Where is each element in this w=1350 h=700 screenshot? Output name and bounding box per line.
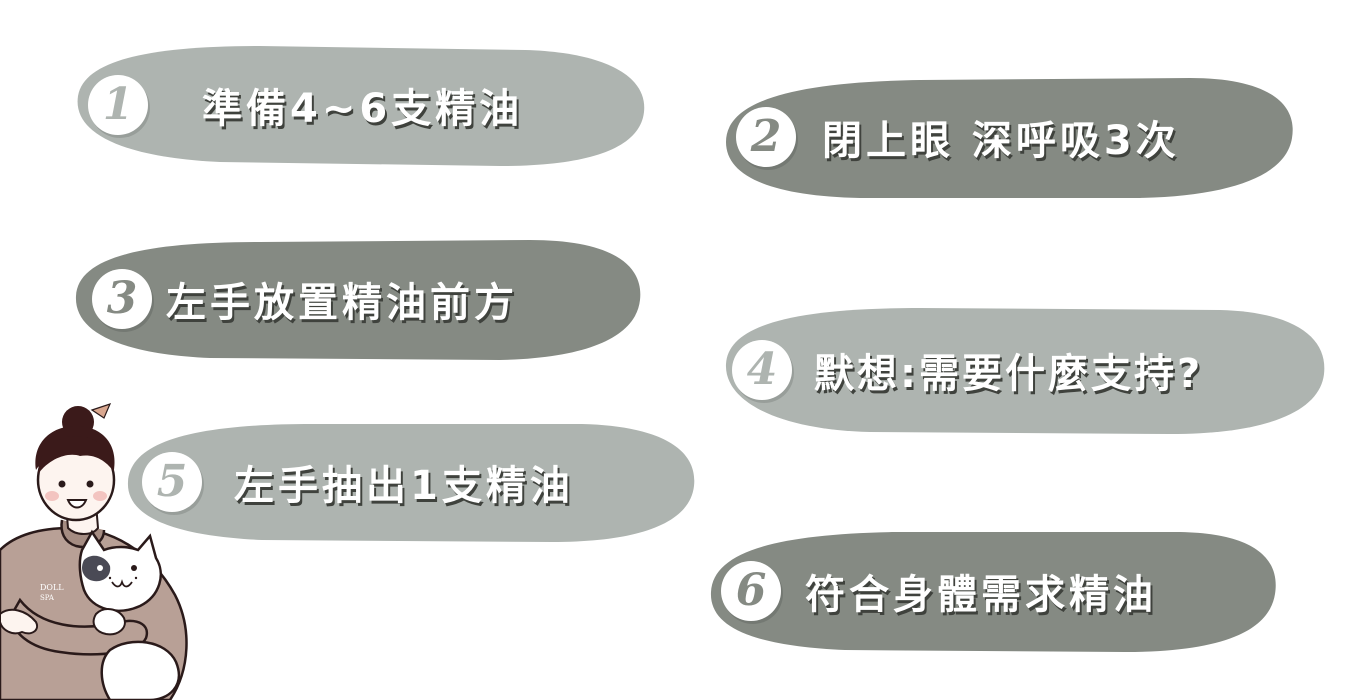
step-1: 1 準備4~6支精油 [70, 40, 650, 170]
sweater-logo-line2: SPA [40, 594, 55, 602]
step-2-number: 2 [750, 111, 782, 162]
step-2-brush-blob [726, 78, 1293, 198]
step-1-blob-shape [77, 46, 645, 166]
cat-mouth [111, 579, 133, 588]
step-6-label: 符合身體需求精油 [805, 572, 1157, 618]
step-5-number-badge: 5 [142, 452, 202, 512]
step-4-number: 4 [746, 344, 778, 395]
step-5-label: 左手抽出1支精油 [234, 463, 574, 509]
woman-left-cheek [45, 491, 59, 501]
woman-right-eye [86, 480, 94, 488]
step-1-label: 準備4~6支精油 [202, 86, 524, 132]
sweater-logo-line1: DOLL [40, 583, 64, 592]
step-2-number-badge: 2 [736, 107, 796, 167]
step-5-content: 5 左手抽出1支精油 [122, 418, 698, 546]
step-2-label: 閉上眼 深呼吸3次 [822, 118, 1180, 164]
cat-whisker-dot [108, 576, 112, 580]
step-2-blob-shape [726, 78, 1293, 198]
step-6-number: 6 [735, 565, 767, 616]
woman-hugging-cat-illustration: DOLL SPA [0, 403, 188, 700]
step-4-number-badge: 4 [732, 340, 792, 400]
step-6-blob-shape [710, 532, 1276, 652]
woman-left-eye [58, 480, 66, 488]
step-1-brush-blob [77, 46, 645, 166]
cat-head [78, 529, 162, 612]
step-3-number: 3 [106, 273, 138, 324]
cat-eye-patch [82, 555, 111, 582]
step-5-brush-blob [127, 424, 695, 542]
step-1-number: 1 [102, 79, 134, 130]
cat-whisker-dot [134, 576, 138, 580]
step-4-label: 默想:需要什麼支持? [814, 351, 1204, 397]
step-2: 2 閉上眼 深呼吸3次 [720, 72, 1298, 202]
step-4-brush-blob [725, 308, 1325, 434]
step-4-content: 4 默想:需要什麼支持? [720, 302, 1330, 438]
step-3-number-badge: 3 [92, 269, 152, 329]
step-6-brush-blob [710, 532, 1276, 652]
step-1-content: 1 準備4~6支精油 [70, 40, 650, 170]
cat-body [100, 640, 181, 700]
woman-hand [0, 608, 38, 635]
woman-arm [10, 597, 149, 656]
step-3-brush-blob [75, 240, 641, 360]
step-6-content: 6 符合身體需求精油 [705, 526, 1280, 656]
step-3-content: 3 左手放置精油前方 [70, 236, 645, 362]
step-3-blob-shape [75, 240, 641, 360]
cat-left-eye [97, 565, 103, 571]
step-4-blob-shape [725, 308, 1325, 434]
cat-right-eye [131, 565, 137, 571]
woman-mouth [66, 499, 88, 509]
step-2-content: 2 閉上眼 深呼吸3次 [720, 72, 1298, 202]
step-3-label: 左手放置精油前方 [166, 280, 518, 326]
cat-paw [92, 608, 126, 636]
hair-clip-icon [90, 403, 112, 419]
step-5: 5 左手抽出1支精油 [122, 418, 698, 546]
step-5-number: 5 [156, 456, 188, 507]
step-5-blob-shape [127, 424, 695, 542]
step-6-number-badge: 6 [721, 561, 781, 621]
step-4: 4 默想:需要什麼支持? [720, 302, 1330, 438]
woman-right-cheek [93, 491, 107, 501]
step-3: 3 左手放置精油前方 [70, 236, 645, 362]
hair-bangs [38, 436, 114, 474]
step-1-number-badge: 1 [88, 75, 148, 135]
step-6: 6 符合身體需求精油 [705, 526, 1280, 656]
